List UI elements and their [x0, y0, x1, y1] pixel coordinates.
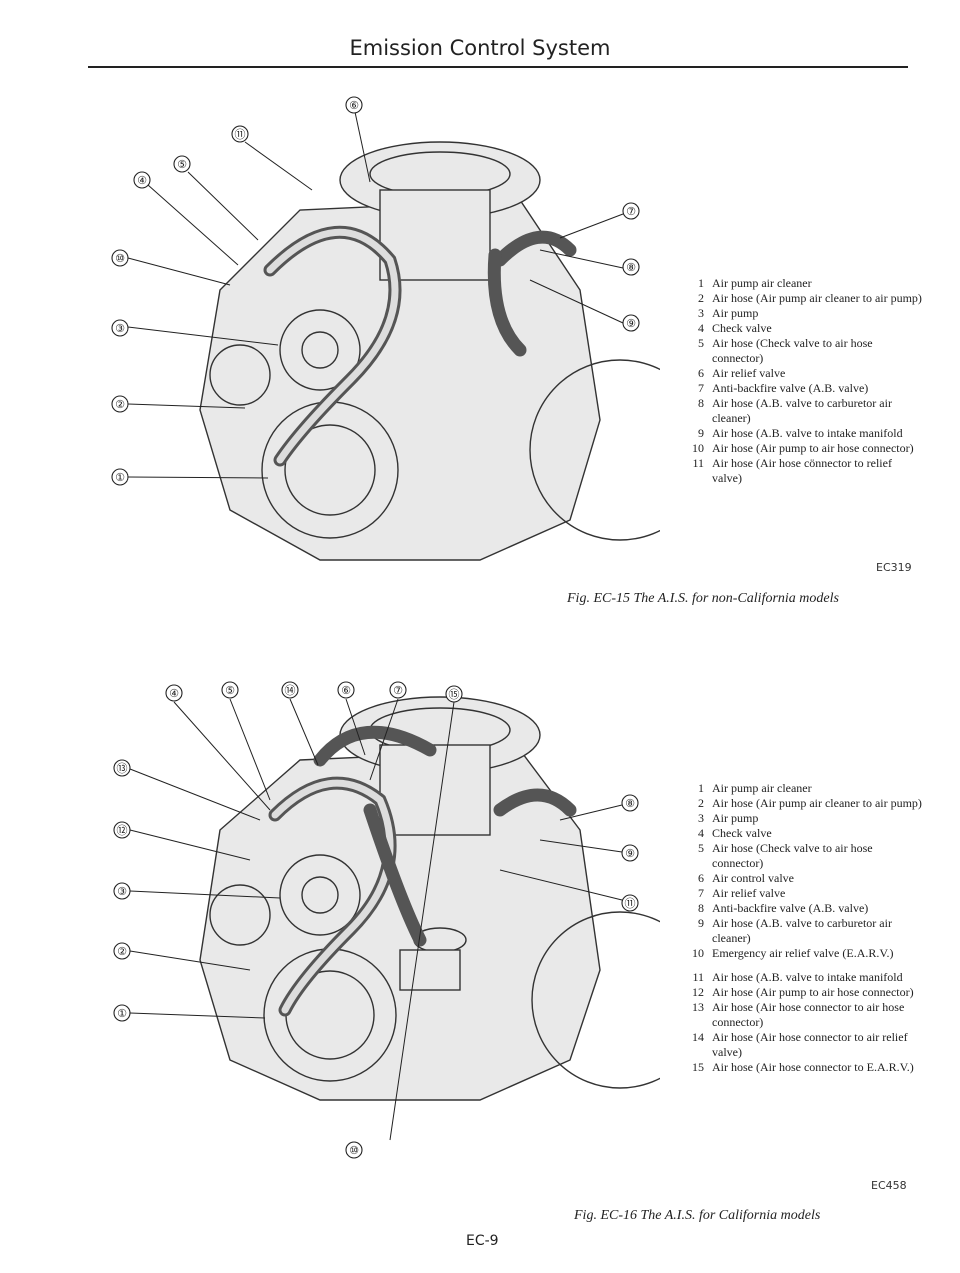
fig2-callout-8: ⑧ — [625, 797, 635, 810]
fig2-callouts: ④ ⑤ ⑭ ⑥ ⑦ ⑮ ⑬ ⑫ ③ ② ① ⑧ ⑨ ⑪ ⑩ — [113, 681, 639, 1159]
fig2-callout-7: ⑦ — [393, 684, 403, 697]
fig2-callout-15: ⑮ — [449, 688, 460, 701]
fig1-callout-3: ③ — [115, 322, 125, 335]
fig1-callout-9: ⑨ — [626, 317, 636, 330]
fig1-callout-7: ⑦ — [626, 205, 636, 218]
fig2-code: EC458 — [871, 1179, 907, 1192]
page-header: Emission Control System — [349, 36, 611, 60]
fig2-callout-6: ⑥ — [341, 684, 351, 697]
engine-illustration-2 — [199, 696, 660, 1101]
fig2-callout-12: ⑫ — [117, 824, 128, 837]
fig1-caption: Fig. EC-15 The A.I.S. for non-California… — [567, 591, 839, 606]
fig2-callout-2: ② — [117, 945, 127, 958]
engine-illustration-1 — [199, 141, 660, 561]
fig2-callout-4: ④ — [169, 687, 179, 700]
fig1-code: EC319 — [876, 561, 912, 574]
fig1-callout-1: ① — [115, 471, 125, 484]
fig1-callout-5: ⑤ — [177, 158, 187, 171]
page-number: EC-9 — [466, 1233, 499, 1249]
fig2-caption: Fig. EC-16 The A.I.S. for California mod… — [574, 1208, 821, 1223]
fig1-callout-8: ⑧ — [626, 261, 636, 274]
fig2-callout-1: ① — [117, 1007, 127, 1020]
fig2-callout-11: ⑪ — [625, 897, 636, 910]
fig1-callout-4: ④ — [137, 174, 147, 187]
engine-diagram-fig1: ⑥ ⑪ ⑤ ④ ⑩ ③ ② ① ⑦ ⑧ ⑨ — [111, 96, 660, 561]
header-rule — [88, 66, 908, 68]
engine-diagram-fig2: ④ ⑤ ⑭ ⑥ ⑦ ⑮ ⑬ ⑫ ③ ② ① ⑧ ⑨ ⑪ ⑩ — [113, 681, 660, 1159]
fig2-callout-10: ⑩ — [349, 1144, 359, 1157]
fig1-callout-6: ⑥ — [349, 99, 359, 112]
fig2-callout-3: ③ — [117, 885, 127, 898]
fig1-callouts: ⑥ ⑪ ⑤ ④ ⑩ ③ ② ① ⑦ ⑧ ⑨ — [111, 96, 640, 486]
fig2-callout-9: ⑨ — [625, 847, 635, 860]
fig2-callout-13: ⑬ — [117, 762, 128, 775]
fig1-callout-2: ② — [115, 398, 125, 411]
fig1-callout-11: ⑪ — [235, 128, 246, 141]
fig1-callout-10: ⑩ — [115, 252, 125, 265]
fig2-callout-5: ⑤ — [225, 684, 235, 697]
fig2-callout-14: ⑭ — [285, 684, 296, 697]
